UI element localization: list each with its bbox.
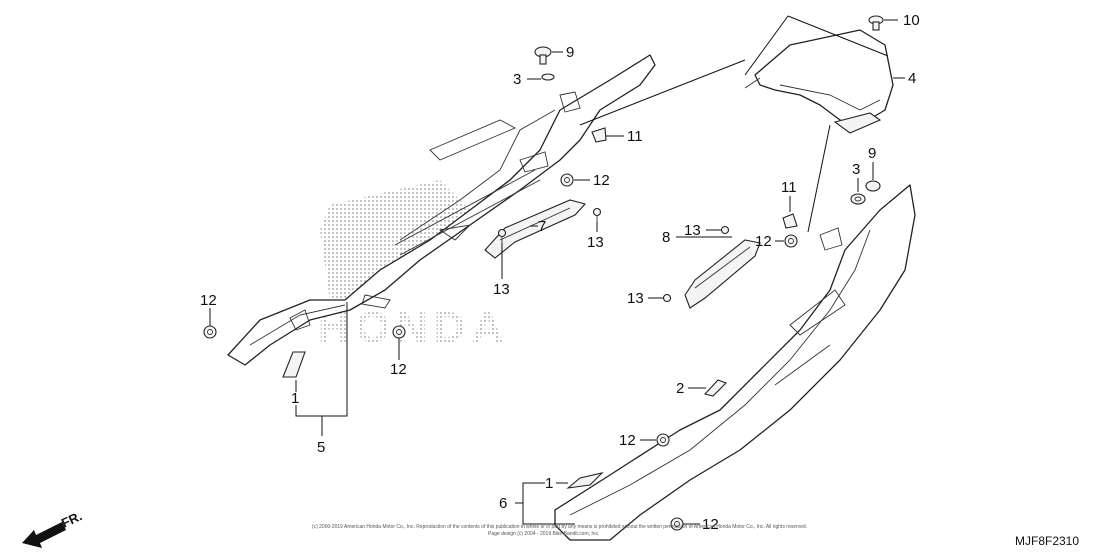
bolt-9-right xyxy=(865,180,881,192)
callout-13-c: 13 xyxy=(684,222,701,239)
callout-12-mid: 12 xyxy=(390,361,407,378)
screw-13-b xyxy=(497,228,507,243)
callout-13-b: 13 xyxy=(493,281,510,298)
fasteners xyxy=(203,15,884,531)
callout-13-d: 13 xyxy=(627,290,644,307)
callout-9-top: 9 xyxy=(566,44,574,61)
front-arrow-icon xyxy=(22,522,66,548)
watermark-text: HONDA xyxy=(318,303,509,352)
washer-3-top xyxy=(541,73,555,81)
decal-part-1-left xyxy=(282,351,306,378)
nut-12-mid xyxy=(392,325,406,339)
screw-13-a xyxy=(592,207,602,222)
leader-lines xyxy=(209,15,905,525)
callout-1-left: 1 xyxy=(291,390,299,407)
front-label: FR. xyxy=(59,508,84,530)
callout-3-right: 3 xyxy=(852,161,860,178)
copyright-line-2: Page design (c) 2004 - 2019 Bike Bandit.… xyxy=(488,531,599,537)
callout-11-top: 11 xyxy=(627,128,643,145)
screw-13-c xyxy=(720,225,730,235)
callout-8: 8 xyxy=(662,229,670,246)
decal-part-2 xyxy=(703,379,727,397)
callout-12-lower: 12 xyxy=(619,432,636,449)
screw-13-d xyxy=(662,293,672,303)
nut-12-right xyxy=(784,234,798,248)
diagram-code: MJF8F2310 xyxy=(1015,534,1079,548)
callout-12-bottom: 12 xyxy=(702,516,719,533)
rear-frame-cover xyxy=(227,54,656,366)
callout-11-right: 11 xyxy=(781,179,797,196)
clip-11-right xyxy=(782,213,798,229)
bolt-9-top xyxy=(534,46,552,65)
callout-12-top: 12 xyxy=(593,172,610,189)
callouts: 9 3 11 12 13 7 13 12 12 1 5 10 4 3 9 11 … xyxy=(200,12,920,533)
callout-3-top: 3 xyxy=(513,71,521,88)
nut-12-top xyxy=(560,173,574,187)
callout-6: 6 xyxy=(499,495,507,512)
right-side-cover-part-6 xyxy=(554,184,916,541)
nut-12-lower xyxy=(656,433,670,447)
callout-4: 4 xyxy=(908,70,916,87)
callout-12-right: 12 xyxy=(755,233,772,250)
seat-cowl-part-4 xyxy=(744,29,894,134)
callout-13-a: 13 xyxy=(587,234,604,251)
clip-11-top xyxy=(591,127,607,143)
nut-12-left xyxy=(203,325,217,339)
callout-9-right: 9 xyxy=(868,145,876,162)
bolt-10 xyxy=(868,15,884,31)
copyright-line-1: (c) 2000-2019 American Honda Motor Co., … xyxy=(312,524,807,530)
honda-wing-logo xyxy=(320,180,470,300)
callout-1-right: 1 xyxy=(545,475,553,492)
honda-watermark: HONDA xyxy=(318,180,509,352)
callout-12-left: 12 xyxy=(200,292,217,309)
callout-2: 2 xyxy=(676,380,684,397)
part-8-grab-rail xyxy=(684,239,761,309)
front-direction-indicator: FR. xyxy=(22,508,84,548)
callout-7: 7 xyxy=(538,218,546,235)
part-7-bracket xyxy=(484,199,587,259)
callout-5: 5 xyxy=(317,439,325,456)
callout-10: 10 xyxy=(903,12,920,29)
washer-3-right xyxy=(850,193,866,205)
decal-part-1-right xyxy=(566,472,604,489)
